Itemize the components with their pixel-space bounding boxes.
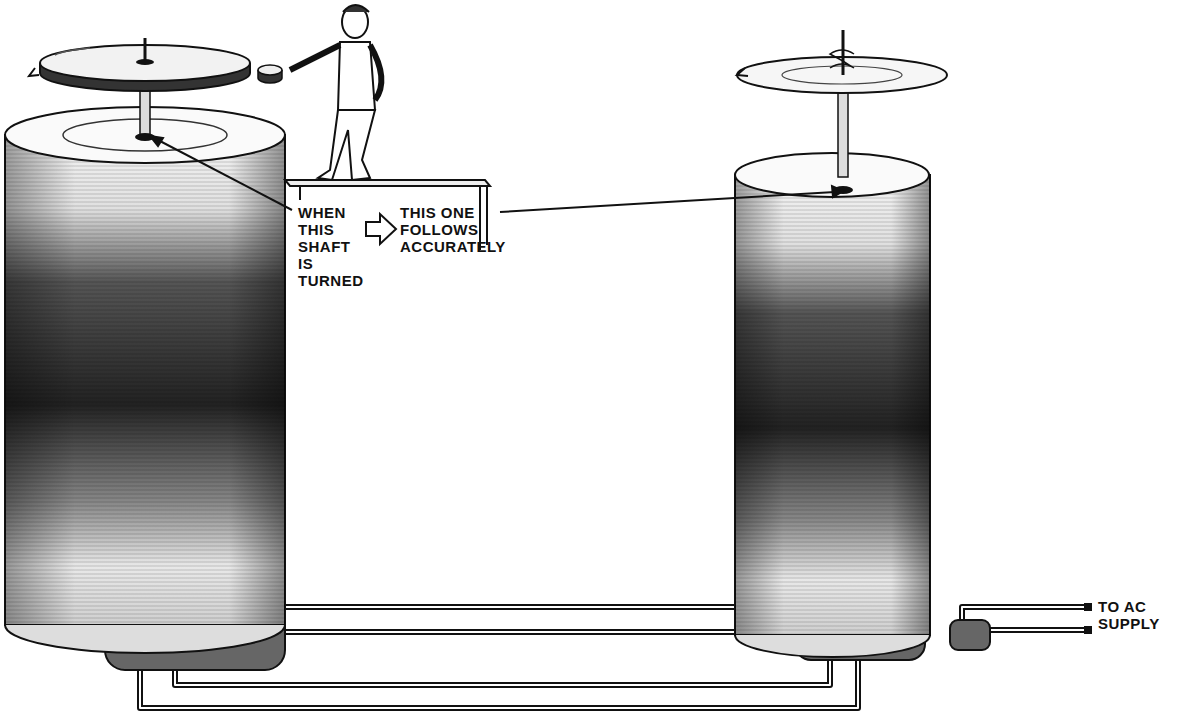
transmitter-synchro [5,38,285,670]
callout-label: WHEN THIS SHAFT IS TURNED [298,204,364,289]
leader-lines [150,136,843,212]
callout-label: TO AC SUPPLY [1098,598,1178,632]
callout-label: THIS ONE FOLLOWS ACCURATELY [400,204,510,255]
hollow-arrow [366,214,396,244]
receiver-synchro [735,30,990,660]
